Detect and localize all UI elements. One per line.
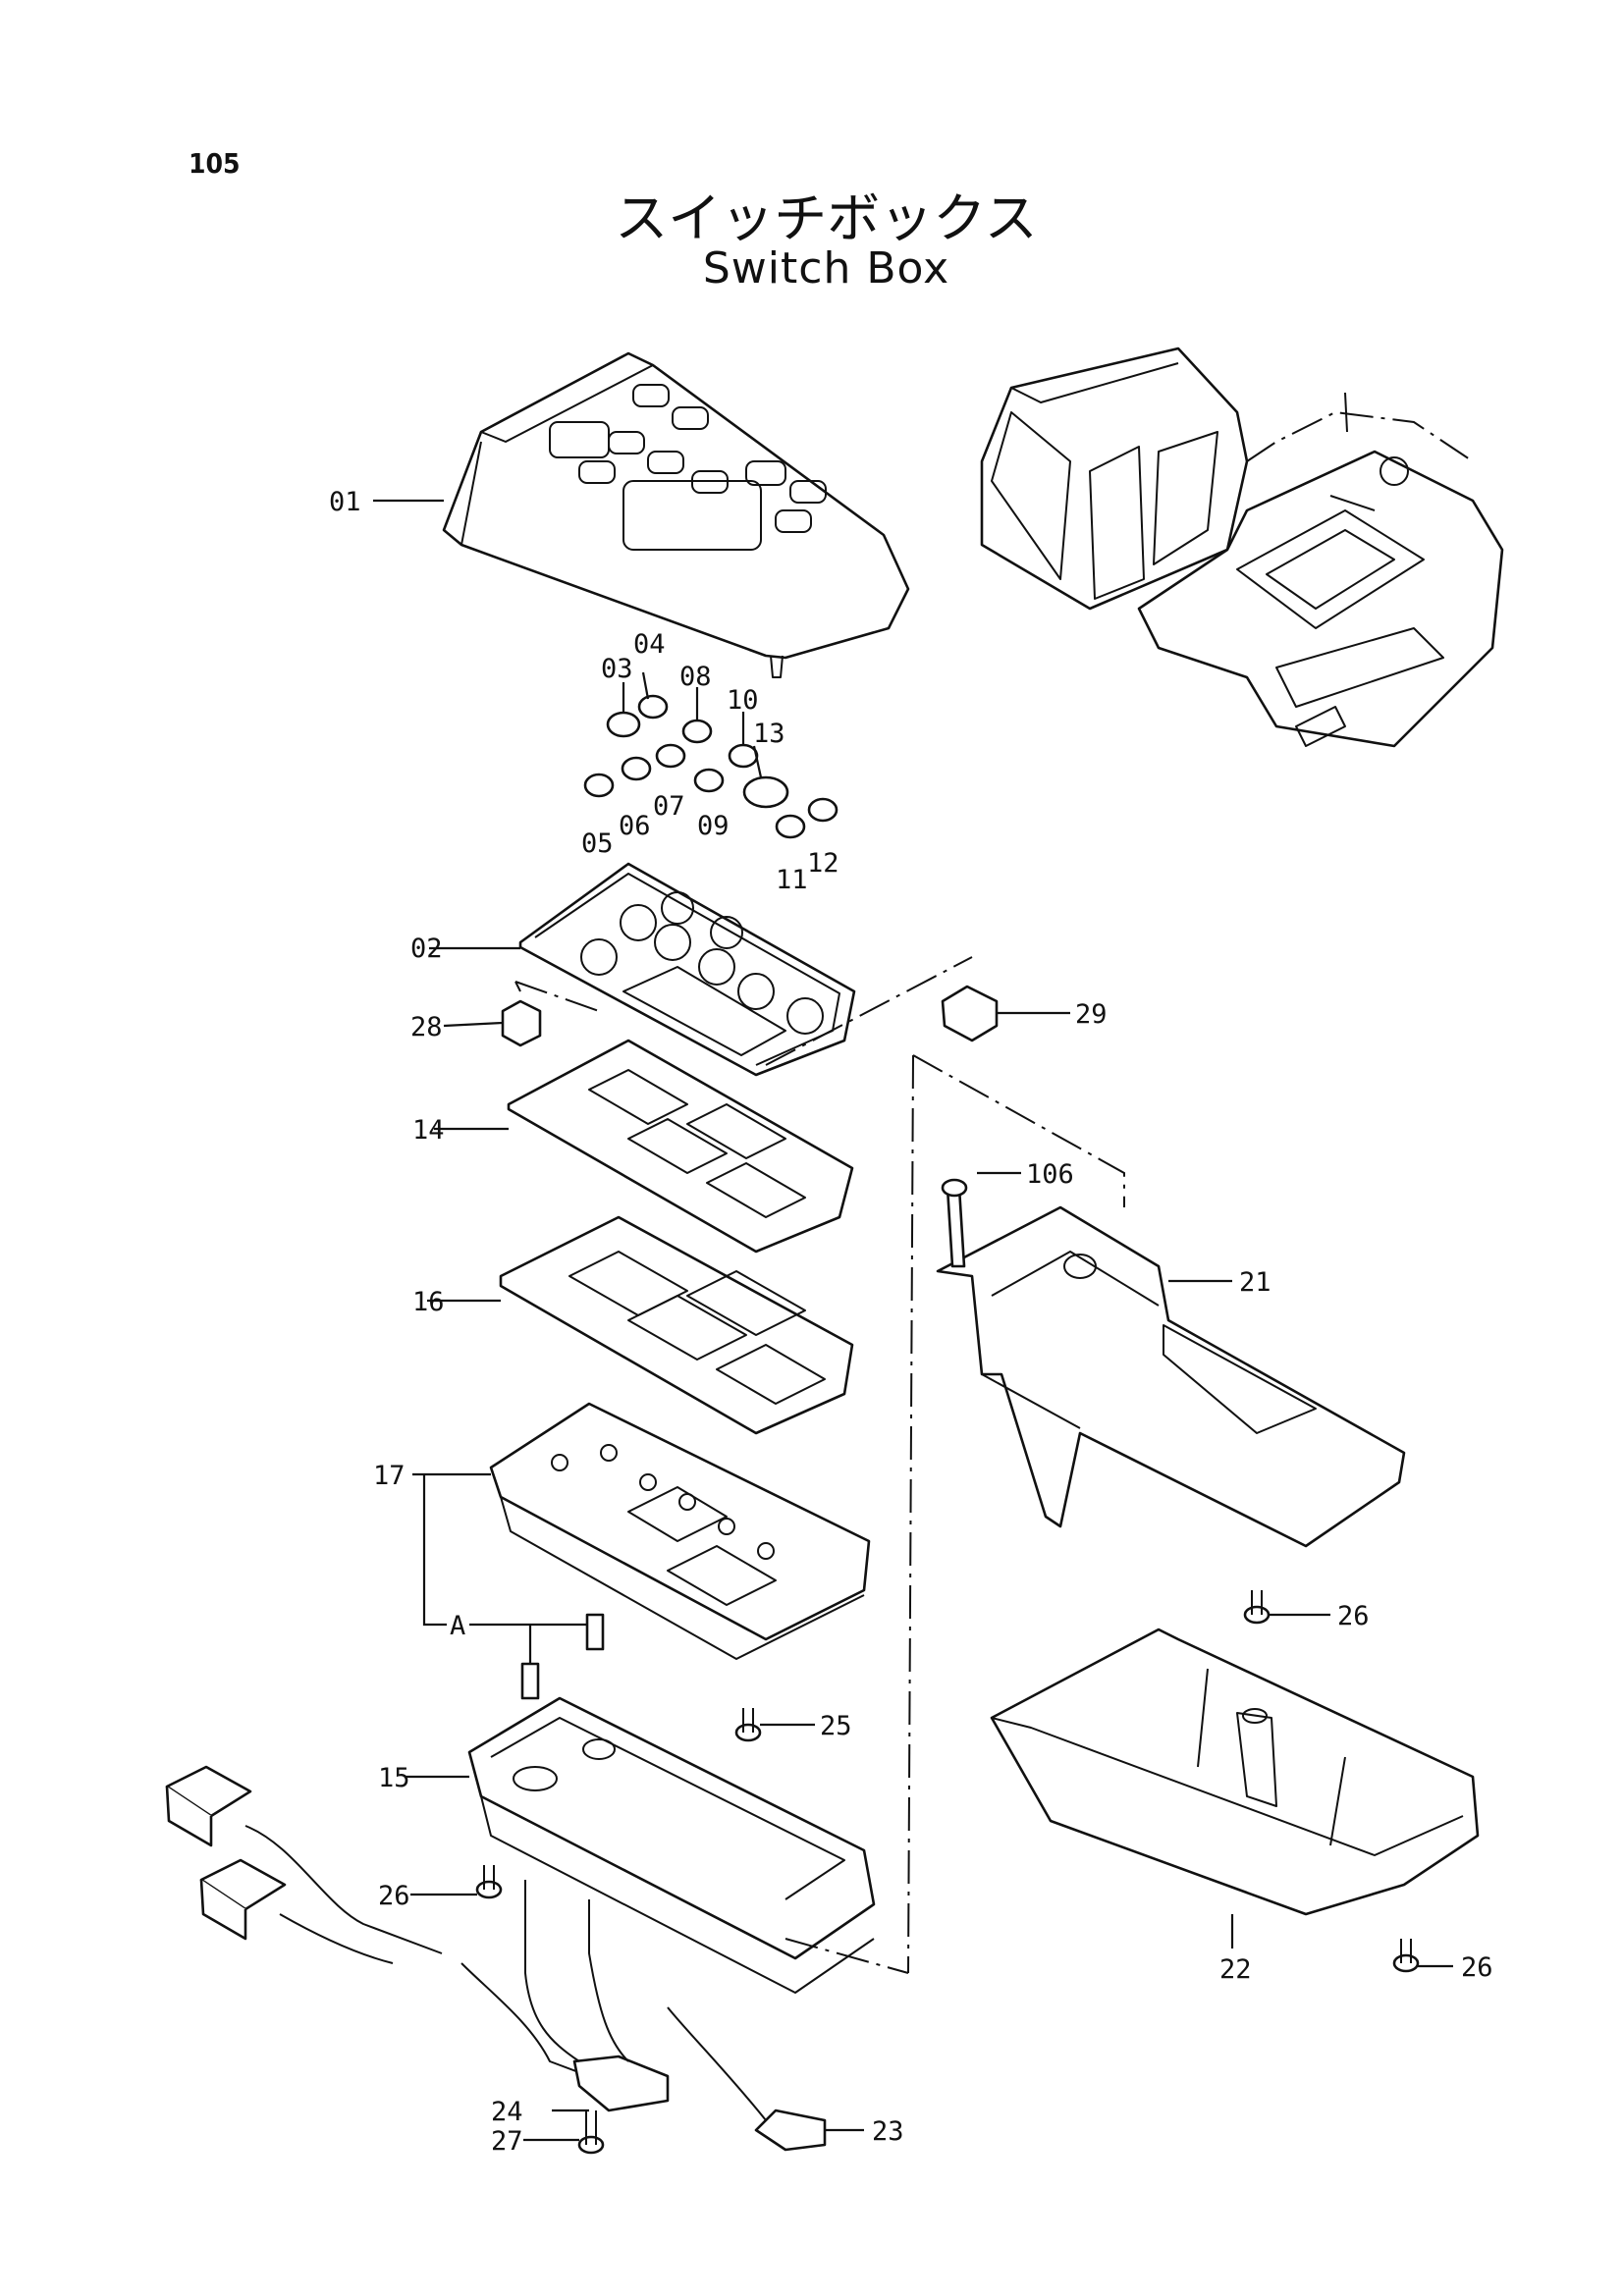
bracket-21 — [936, 1205, 1406, 1548]
switch-knobs — [583, 694, 839, 839]
part-label-15: 15 — [378, 1763, 410, 1793]
part-label-26a: 26 — [1337, 1601, 1370, 1631]
part-label-08: 08 — [679, 662, 712, 692]
part-label-01: 01 — [329, 487, 361, 517]
part-label-03: 03 — [601, 654, 633, 684]
part-label-16: 16 — [412, 1287, 445, 1317]
assembly-line — [784, 1938, 909, 1974]
panel-plate-02 — [518, 862, 856, 1077]
rubber-mat-16 — [499, 1215, 854, 1435]
part-label-17: 17 — [373, 1461, 406, 1491]
bolts — [475, 1178, 1420, 2155]
cover-part — [442, 351, 910, 678]
wire-harness — [165, 1765, 827, 2152]
part-label-25: 25 — [820, 1711, 852, 1741]
rubber-mat-14 — [507, 1039, 854, 1254]
leader-lines — [373, 499, 1453, 2142]
part-label-12: 12 — [807, 848, 839, 879]
part-label-07: 07 — [653, 791, 685, 822]
part-label-09: 09 — [697, 811, 730, 841]
title-japanese: スイッチボックス — [615, 187, 1038, 249]
part-label-26b: 26 — [378, 1881, 410, 1911]
title-english: Switch Box — [702, 243, 950, 294]
part-label-29: 29 — [1075, 999, 1108, 1030]
assembly-line — [514, 981, 600, 1012]
part-label-13: 13 — [753, 719, 785, 749]
excavator-illustration — [980, 347, 1504, 748]
part-label-22: 22 — [1219, 1954, 1252, 1985]
case-15 — [467, 1696, 876, 1994]
part-label-28: 28 — [410, 1012, 443, 1042]
part-label-05: 05 — [581, 828, 614, 859]
part-label-11: 11 — [776, 865, 808, 895]
bulbs — [520, 1613, 605, 1700]
part-label-23: 23 — [872, 2116, 904, 2147]
part-label-21: 21 — [1239, 1267, 1271, 1298]
cap-29 — [941, 985, 999, 1042]
part-label-02: 02 — [410, 934, 443, 964]
part-label-24: 24 — [491, 2097, 523, 2127]
part-label-106: 106 — [1026, 1159, 1074, 1190]
part-label-10: 10 — [727, 685, 759, 716]
cap-28 — [501, 999, 542, 1047]
part-label-27: 27 — [491, 2126, 523, 2157]
part-labels: 01 02 03 04 05 06 07 08 09 10 11 12 13 1… — [329, 487, 1493, 2157]
assembly-line — [765, 956, 973, 1066]
part-label-26c: 26 — [1461, 1952, 1493, 1983]
bottom-cover-22 — [990, 1628, 1480, 1916]
circuit-board-17 — [489, 1402, 871, 1660]
part-label-04: 04 — [633, 629, 666, 660]
assembly-line — [907, 1054, 1125, 1974]
part-label-14: 14 — [412, 1115, 445, 1146]
part-label-A: A — [450, 1611, 465, 1641]
page-number: 105 — [189, 147, 241, 180]
part-label-06: 06 — [619, 811, 651, 841]
